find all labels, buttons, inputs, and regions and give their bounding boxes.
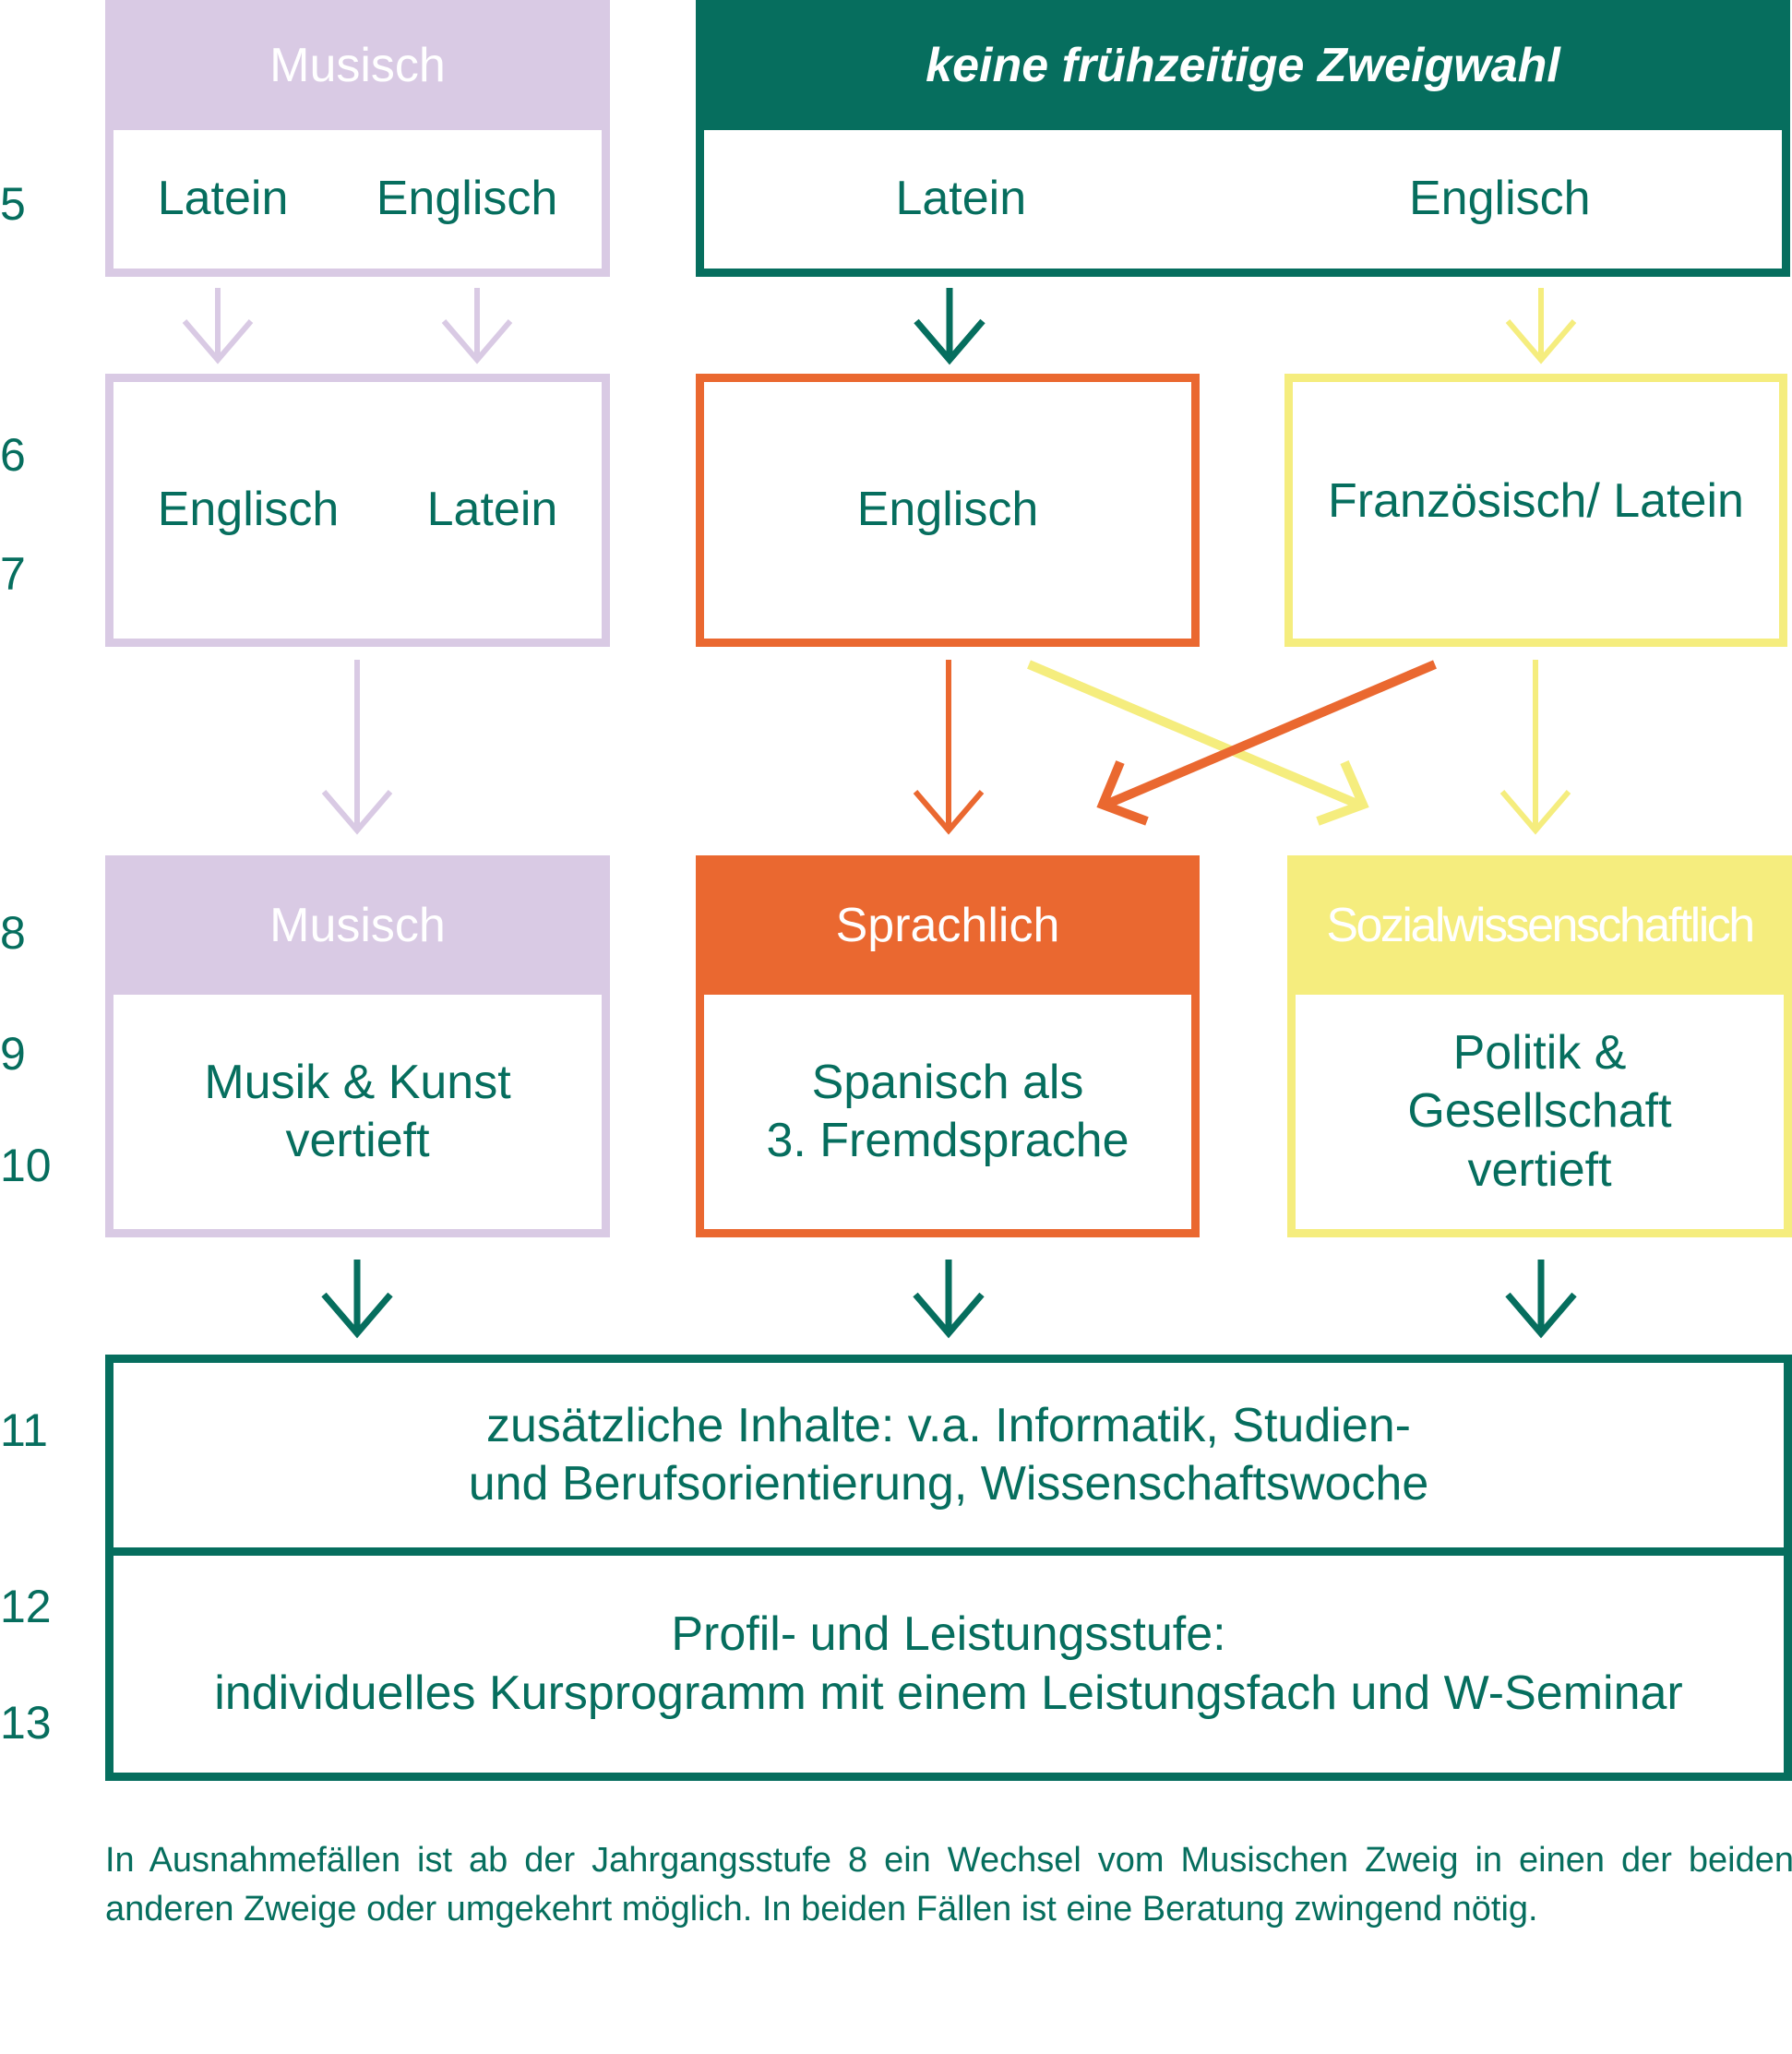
musisch-branch-body: Musik & Kunst vertieft <box>113 995 602 1229</box>
subject-englisch: Englisch <box>376 172 558 226</box>
upper-school-box: zusätzliche Inhalte: v.a. Informatik, St… <box>105 1355 1792 1781</box>
subject-latein: Latein <box>426 483 558 537</box>
subject-englisch: Englisch <box>856 483 1039 537</box>
sprachlich-branch-box: Sprachlich Spanisch als 3. Fremdsprache <box>696 855 1200 1237</box>
arrow-diagonal-icon <box>1096 660 1437 826</box>
arrow-down-icon <box>1505 288 1577 364</box>
musisch-branch-header: Musisch <box>105 855 610 995</box>
body-line: 3. Fremdsprache <box>766 1114 1129 1167</box>
body-line: Politik & <box>1452 1025 1627 1080</box>
no-early-choice-header-label: keine frühzeitige Zweigwahl <box>926 38 1560 92</box>
year-label-9: 9 <box>0 1028 26 1080</box>
grade11-section: zusätzliche Inhalte: v.a. Informatik, St… <box>113 1363 1784 1547</box>
arrow-down-icon <box>321 660 393 835</box>
body-line: zusätzliche Inhalte: v.a. Informatik, St… <box>486 1398 1411 1452</box>
subject-englisch: Englisch <box>1409 172 1591 226</box>
body-line: Spanisch als <box>811 1055 1084 1109</box>
english-grade6-7-box: Englisch <box>696 374 1200 647</box>
body-line: individuelles Kursprogramm mit einem Lei… <box>214 1666 1683 1720</box>
subject-latein: Latein <box>895 172 1027 226</box>
sprachlich-branch-header: Sprachlich <box>696 855 1200 995</box>
year-label-11: 11 <box>0 1404 48 1456</box>
musisch-grade5-box: Musisch Latein Englisch <box>105 0 610 277</box>
arrow-down-icon <box>913 1260 985 1339</box>
arrow-down-icon <box>1505 1260 1577 1339</box>
sprachlich-branch-header-label: Sprachlich <box>835 898 1060 952</box>
year-label-5: 5 <box>0 178 26 230</box>
arrow-down-icon <box>1499 660 1571 835</box>
year-label-12: 12 <box>0 1581 52 1632</box>
year-label-7: 7 <box>0 548 26 600</box>
body-line: vertieft <box>1467 1142 1612 1197</box>
musisch-branch-header-label: Musisch <box>269 898 446 952</box>
sozial-branch-box: Sozialwissenschaftlich Politik & Gesells… <box>1287 855 1792 1237</box>
musisch-branch-box: Musisch Musik & Kunst vertieft <box>105 855 610 1237</box>
body-line: vertieft <box>285 1114 430 1167</box>
no-early-choice-header: keine frühzeitige Zweigwahl <box>696 0 1790 130</box>
section-divider <box>105 1547 1792 1556</box>
sozial-branch-header-label: Sozialwissenschaftlich <box>1326 898 1755 952</box>
arrow-diagonal-icon <box>1027 660 1369 826</box>
arrow-down-icon <box>321 1260 393 1339</box>
arrow-down-icon <box>913 660 985 835</box>
footnote: In Ausnahmefällen ist ab der Jahrgangsst… <box>105 1841 1792 1929</box>
musisch-header: Musisch <box>105 0 610 130</box>
subject-latein: Latein <box>157 172 289 226</box>
body-line: Gesellschaft <box>1407 1084 1672 1139</box>
no-early-choice-body: Latein Englisch <box>704 130 1782 269</box>
french-latin-grade6-7-box: Französisch/ Latein <box>1284 374 1787 647</box>
sozial-branch-body: Politik & Gesellschaft vertieft <box>1296 995 1784 1229</box>
body-line: Musik & Kunst <box>204 1055 511 1109</box>
musisch-header-label: Musisch <box>269 38 446 92</box>
arrow-down-icon <box>914 288 986 365</box>
body-line: und Berufsorientierung, Wissenschaftswoc… <box>468 1457 1429 1511</box>
year-label-10: 10 <box>0 1140 52 1191</box>
year-label-8: 8 <box>0 907 26 959</box>
year-label-6: 6 <box>0 429 26 481</box>
musisch-grade6-7-box: Englisch Latein <box>105 374 610 647</box>
year-label-13: 13 <box>0 1697 52 1749</box>
subject-englisch: Englisch <box>157 483 340 537</box>
sozial-branch-header: Sozialwissenschaftlich <box>1287 855 1792 995</box>
grade12-13-section: Profil- und Leistungsstufe: individuelle… <box>113 1556 1784 1773</box>
arrow-down-icon <box>441 288 513 364</box>
no-early-choice-box: keine frühzeitige Zweigwahl Latein Engli… <box>696 0 1790 277</box>
subject-franzoesisch-latein: Französisch/ Latein <box>1328 474 1744 529</box>
arrow-down-icon <box>182 288 254 364</box>
musisch-grade5-body: Latein Englisch <box>113 130 602 269</box>
body-line: Profil- und Leistungsstufe: <box>671 1607 1226 1662</box>
sprachlich-branch-body: Spanisch als 3. Fremdsprache <box>704 995 1191 1229</box>
